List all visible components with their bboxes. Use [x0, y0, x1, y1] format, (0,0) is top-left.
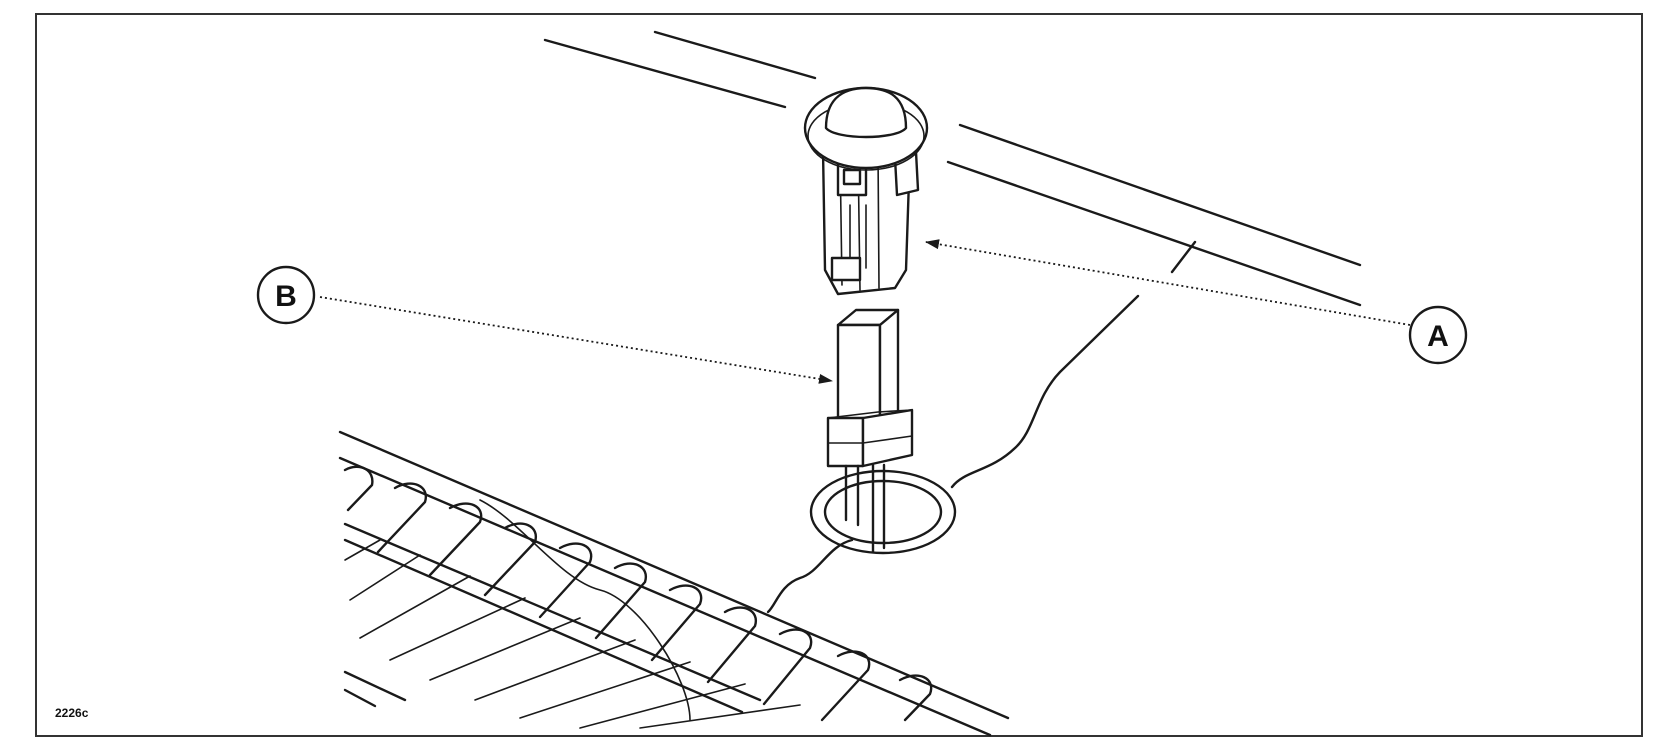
- callout-a: A: [1408, 305, 1468, 365]
- wiring-harness: [766, 294, 1140, 614]
- callout-b: B: [256, 265, 316, 325]
- callout-a-label: A: [1427, 320, 1449, 353]
- callout-b-label: B: [275, 280, 297, 313]
- panel-trim-lines: [543, 30, 1362, 307]
- switch-plunger-b: [826, 308, 914, 527]
- leader-line-b: [319, 296, 833, 384]
- floor-grommet: [809, 469, 957, 555]
- figure-border: [35, 13, 1643, 737]
- figure-code: 2226c: [55, 706, 89, 720]
- door-sill-grating: [338, 430, 1010, 737]
- leader-line-a: [925, 239, 1411, 326]
- switch-housing-a: [803, 86, 929, 296]
